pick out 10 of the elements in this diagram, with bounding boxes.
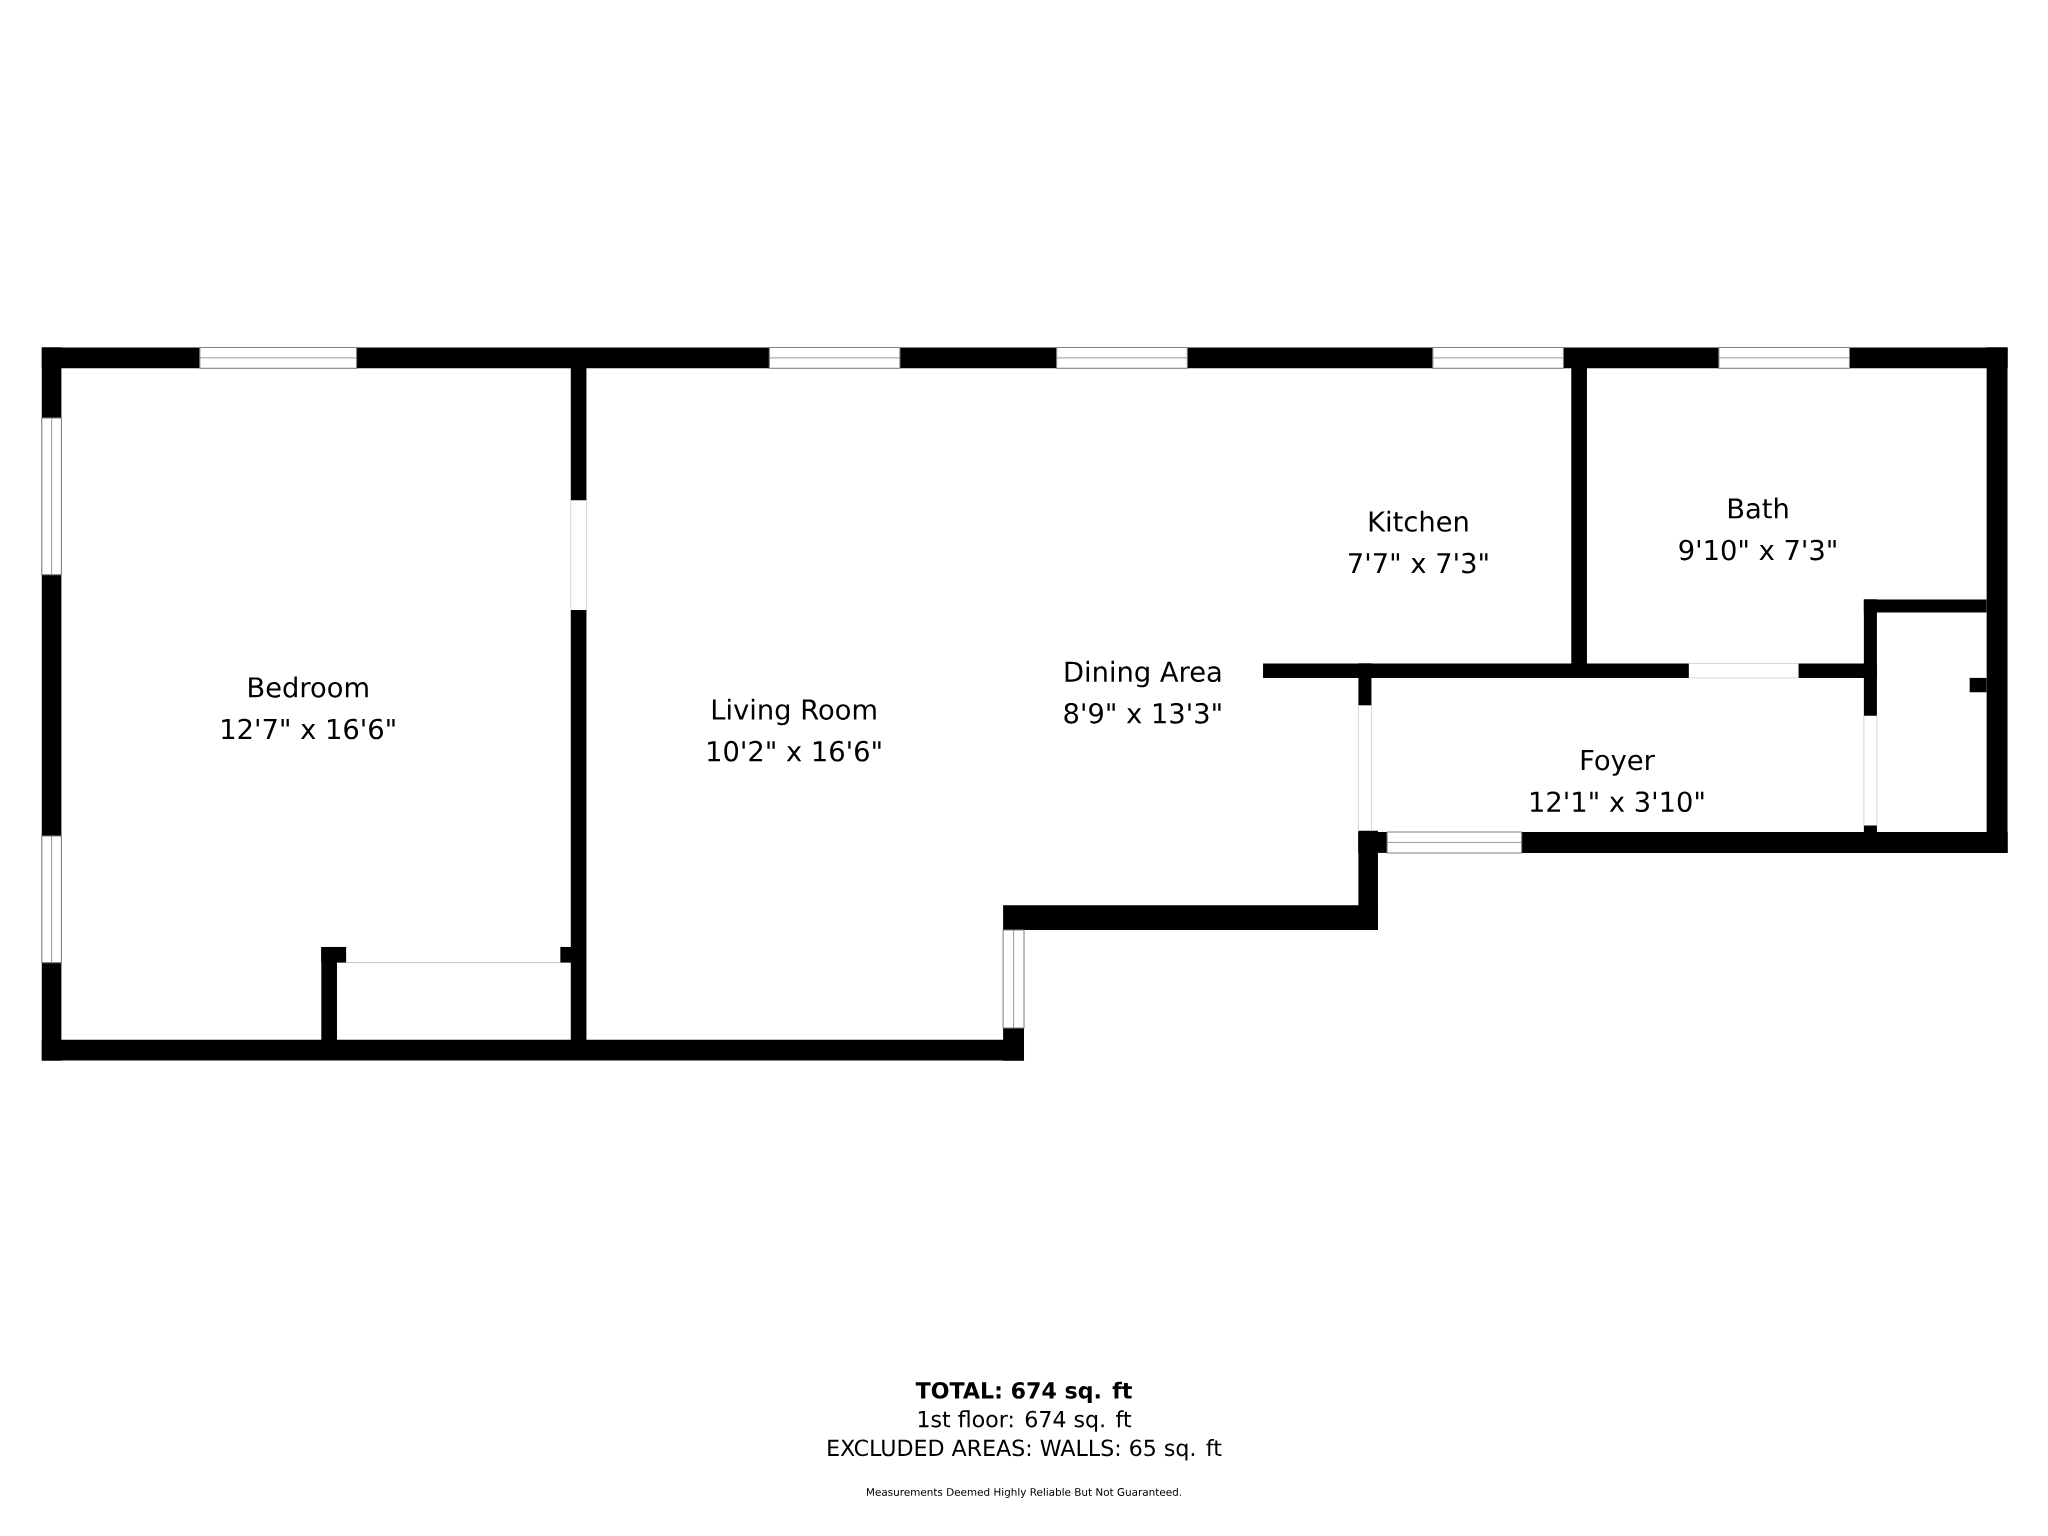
room-label: Foyer 12'1" x 3'10"	[1531, 750, 1704, 813]
room-label: Bedroom 12'7" x 16'6"	[222, 676, 395, 740]
excluded-area-text: EXCLUDED AREAS: WALLS: 65 sq. ft	[828, 1439, 1222, 1461]
room-label: Dining Area 8'9" x 13'3"	[1064, 660, 1221, 724]
floor-area-text: 1st floor: 674 sq. ft	[918, 1410, 1132, 1432]
disclaimer-text: Measurements Deemed Highly Reliable But Not Guaranteed.	[867, 1487, 1181, 1498]
room-label: Living Room 10'2" x 16'6"	[708, 698, 881, 762]
room-label: Bath 9'10" x 7'3"	[1679, 497, 1836, 561]
room-label: Kitchen 7'7" x 7'3"	[1349, 510, 1488, 574]
total-area-text: TOTAL: 674 sq. ft	[915, 1381, 1132, 1404]
